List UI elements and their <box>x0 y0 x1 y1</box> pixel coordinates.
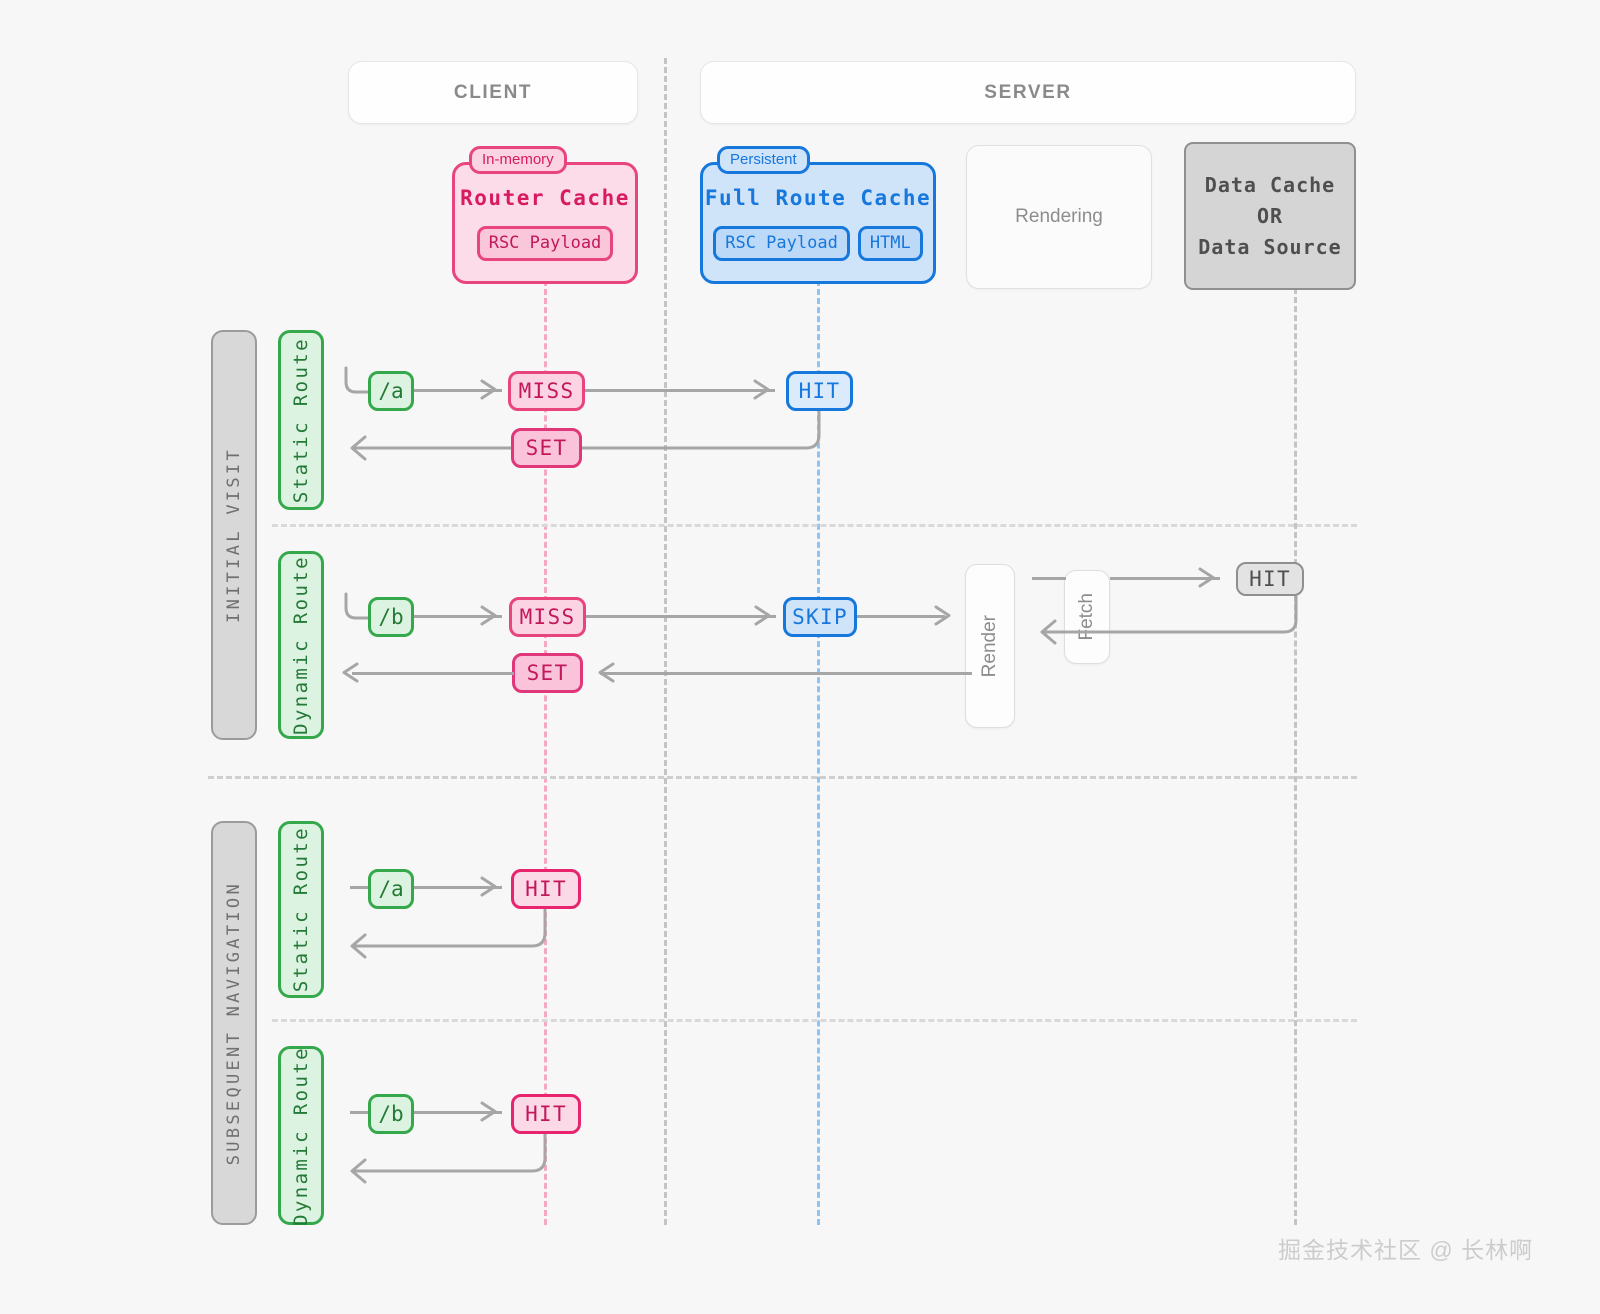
wire-row1-response <box>350 411 821 461</box>
badge-label: MISS <box>519 604 576 629</box>
arrowhead-row3-request <box>480 876 497 897</box>
route-chip-label: /b <box>378 1101 404 1126</box>
wire-row2-request <box>414 615 502 618</box>
full-route-cache-tab: Persistent <box>717 146 810 175</box>
badge-row1-full-route-cache-hit: HIT <box>786 371 853 411</box>
router-cache-tab: In-memory <box>469 146 567 175</box>
badge-row1-router-cache-miss: MISS <box>508 371 585 411</box>
route-chip-row2: /b <box>368 597 414 637</box>
row-separator-initial-static-dynamic <box>272 524 1357 527</box>
arrowhead-row2-to-data <box>1198 567 1215 588</box>
route-bar-subsequent-dynamic: Dynamic Route <box>278 1046 324 1225</box>
route-bar-initial-static: Static Route <box>278 330 324 510</box>
section-bar-label: INITIAL VISIT <box>224 447 244 623</box>
full-route-cache-chip-html: HTML <box>857 226 923 262</box>
arrowhead-row1-request <box>480 379 497 400</box>
wire-row3-request-stub <box>350 886 374 889</box>
zone-header-client: CLIENT <box>348 61 638 124</box>
lane-line-router-cache <box>544 280 547 1225</box>
badge-row2-full-route-cache-skip: SKIP <box>783 597 857 637</box>
router-cache-chip-rsc-payload: RSC Payload <box>476 226 614 262</box>
badge-row2-data-hit: HIT <box>1236 562 1304 596</box>
data-source-line-1: Data Cache <box>1204 172 1336 197</box>
section-separator <box>208 776 1357 779</box>
wire-row4-request <box>414 1111 502 1114</box>
wire-row2-skip-to-render <box>857 615 945 618</box>
render-bar-row2: Render <box>965 564 1015 728</box>
badge-label: MISS <box>518 378 575 403</box>
full-route-cache-card: Persistent Full Route Cache RSC Payload … <box>700 146 936 284</box>
route-bar-label: Dynamic Route <box>290 1045 312 1226</box>
route-chip-row4: /b <box>368 1094 414 1134</box>
arrowhead-row2-request <box>480 605 497 626</box>
wire-row2-to-full-route-cache <box>586 615 776 618</box>
badge-label: HIT <box>525 1101 567 1126</box>
badge-label: HIT <box>1249 566 1291 591</box>
wire-row4-request-stub <box>350 1111 374 1114</box>
section-bar-subsequent-navigation: SUBSEQUENT NAVIGATION <box>211 821 257 1225</box>
router-cache-card: In-memory Router Cache RSC Payload <box>452 146 638 284</box>
route-chip-label: /a <box>378 876 404 901</box>
wire-row3-request <box>414 886 502 889</box>
badge-label: SKIP <box>792 604 848 629</box>
zone-label: SERVER <box>984 81 1072 103</box>
wire-row3-response <box>350 909 547 959</box>
fetch-bar-row2: Fetch <box>1064 570 1110 664</box>
route-chip-label: /b <box>378 604 404 629</box>
wire-row4-response <box>350 1134 547 1184</box>
arrowhead-row1-to-full-route-cache <box>753 379 770 400</box>
full-route-cache-title: Full Route Cache <box>704 186 932 210</box>
rendering-label: Rendering <box>1015 206 1103 227</box>
wire-row2-set-to-client <box>352 672 514 675</box>
wire-row2-data-back-to-render <box>1040 596 1298 645</box>
lane-line-data-source <box>1294 288 1297 1225</box>
wire-row1-request <box>414 389 502 392</box>
badge-row2-router-cache-miss: MISS <box>509 597 586 637</box>
badge-label: SET <box>526 660 569 685</box>
lane-line-full-route-cache <box>817 280 820 1225</box>
wire-row2-fetch-to-data <box>1110 577 1220 580</box>
route-bar-initial-dynamic: Dynamic Route <box>278 551 324 739</box>
render-label: Render <box>979 614 1000 678</box>
arrowhead-row2-to-client <box>342 662 359 683</box>
route-chip-row3: /a <box>368 869 414 909</box>
zone-label: CLIENT <box>453 81 533 103</box>
arrowhead-row2-to-render <box>934 605 951 626</box>
route-bar-subsequent-static: Static Route <box>278 821 324 998</box>
route-chip-row1: /a <box>368 371 414 411</box>
route-chip-label: /a <box>378 378 404 403</box>
arrowhead-row2-to-full-route-cache <box>754 605 771 626</box>
badge-label: SET <box>525 435 568 460</box>
full-route-cache-chip-rsc-payload: RSC Payload <box>713 226 850 262</box>
wire-row1-to-full-route-cache <box>585 389 775 392</box>
router-cache-title: Router Cache <box>460 186 630 210</box>
arrowhead-row4-request <box>480 1101 497 1122</box>
rendering-card: Rendering <box>966 145 1152 289</box>
badge-row2-router-cache-set: SET <box>512 653 583 693</box>
section-bar-label: SUBSEQUENT NAVIGATION <box>224 880 244 1166</box>
lane-line-client-server-divider <box>664 58 667 1225</box>
badge-row4-router-cache-hit: HIT <box>511 1094 581 1134</box>
badge-row3-router-cache-hit: HIT <box>511 869 581 909</box>
wire-row2-render-response <box>600 672 972 675</box>
badge-row1-router-cache-set: SET <box>511 428 582 468</box>
request-hook-row2 <box>344 592 382 620</box>
data-source-card: Data Cache OR Data Source <box>1184 142 1356 290</box>
zone-header-server: SERVER <box>700 61 1356 124</box>
watermark: 掘金技术社区 @ 长林啊 <box>1278 1237 1534 1263</box>
data-source-line-2: OR <box>1256 203 1284 228</box>
badge-label: HIT <box>525 876 567 901</box>
route-bar-label: Static Route <box>290 336 312 504</box>
badge-label: HIT <box>798 378 841 403</box>
section-bar-initial-visit: INITIAL VISIT <box>211 330 257 740</box>
request-hook-row1 <box>344 366 382 394</box>
data-source-line-3: Data Source <box>1198 234 1342 259</box>
route-bar-label: Static Route <box>290 826 312 993</box>
wire-row2-render-to-fetch <box>1032 577 1066 580</box>
row-separator-subsequent-static-dynamic <box>272 1019 1357 1022</box>
route-bar-label: Dynamic Route <box>290 555 312 735</box>
arrowhead-row2-render-response <box>598 662 615 683</box>
